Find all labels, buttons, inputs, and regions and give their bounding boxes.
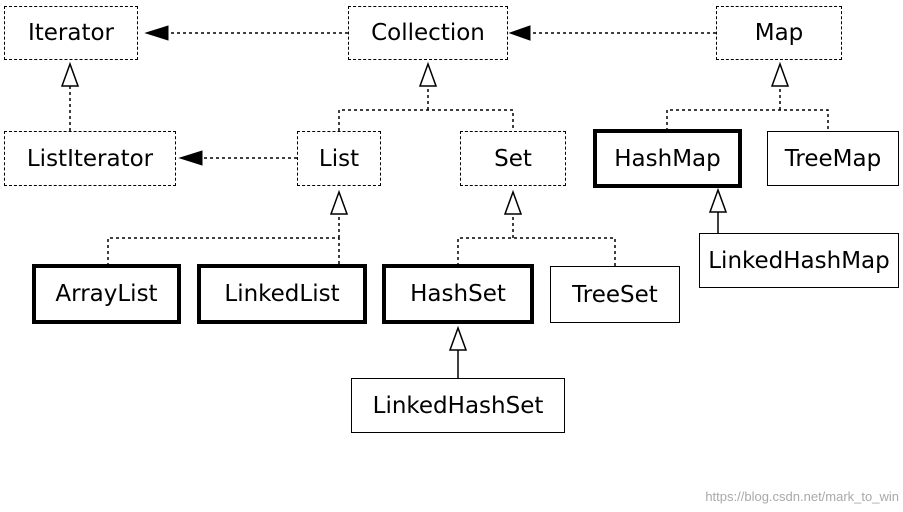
triangle-iterator <box>60 61 80 87</box>
node-set: Set <box>460 131 566 186</box>
triangle-hashmap <box>708 187 728 213</box>
node-map: Map <box>716 6 842 60</box>
node-array-list: ArrayList <box>32 264 181 324</box>
triangle-list <box>329 189 349 215</box>
triangle-hashset <box>448 325 468 351</box>
node-list-iterator: ListIterator <box>4 131 176 186</box>
node-linked-hash-set: LinkedHashSet <box>351 378 565 433</box>
sets-to-set-line <box>457 214 616 266</box>
triangle-set <box>503 189 523 215</box>
node-collection: Collection <box>348 6 508 60</box>
list-set-to-collection-line <box>338 86 514 131</box>
node-iterator: Iterator <box>4 6 138 60</box>
arrowhead-iterator <box>144 25 169 41</box>
triangle-collection <box>418 61 438 87</box>
node-linked-hash-map: LinkedHashMap <box>699 233 899 288</box>
node-tree-set: TreeSet <box>550 266 680 323</box>
node-tree-map: TreeMap <box>767 131 899 186</box>
node-list: List <box>297 131 381 186</box>
arrowhead-listiterator <box>178 150 203 166</box>
arrowhead-collection <box>508 25 531 41</box>
node-linked-list: LinkedList <box>197 264 367 324</box>
watermark-text: https://blog.csdn.net/mark_to_win <box>705 489 899 504</box>
maps-to-map-line <box>666 86 829 131</box>
lists-to-list-line <box>107 214 340 266</box>
node-hash-set: HashSet <box>382 264 534 324</box>
triangle-map <box>770 61 790 87</box>
node-hash-map: HashMap <box>593 129 742 188</box>
